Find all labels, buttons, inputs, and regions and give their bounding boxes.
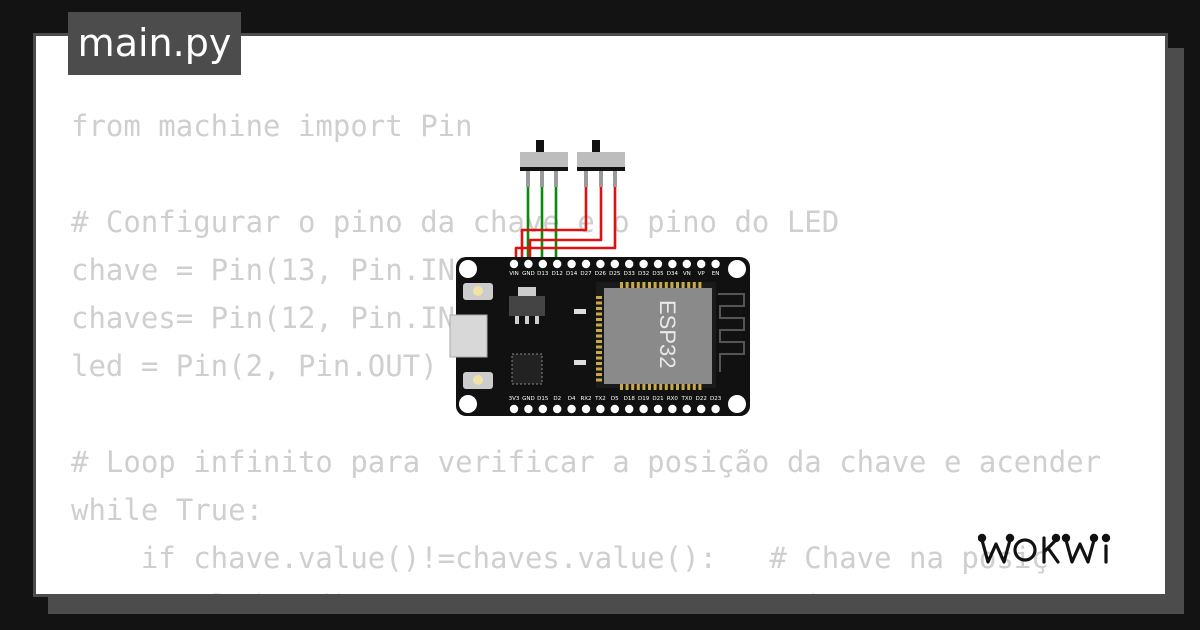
code-line: while True: (71, 493, 264, 527)
code-line: led = Pin(2, Pin.OUT) (71, 349, 438, 383)
pin-label: GND (522, 396, 535, 402)
usb-connector (450, 315, 487, 357)
antenna-trace (718, 293, 745, 372)
pin-label: D15 (537, 396, 549, 402)
pin-hole[interactable] (567, 259, 576, 269)
code-preview: from machine import Pin # Configurar o pi… (71, 102, 1102, 594)
pin-hole[interactable] (668, 259, 677, 269)
pin-label: D14 (566, 271, 578, 277)
mounting-hole (728, 395, 746, 413)
pin-label: D26 (595, 271, 607, 277)
pin-label: D32 (638, 271, 649, 277)
pin-hole[interactable] (653, 404, 663, 414)
wire-red (528, 187, 603, 262)
code-line: if chave.value()!=chaves.value(): # Chav… (71, 541, 1049, 575)
pin-label: RX0 (667, 396, 679, 402)
pin-label: D25 (609, 271, 621, 277)
pin-label: D33 (624, 271, 636, 277)
pin-hole[interactable] (553, 404, 562, 414)
pin-hole[interactable] (538, 404, 547, 414)
pin-hole[interactable] (610, 404, 619, 414)
pin-label: D21 (652, 396, 663, 402)
pin-label: D22 (696, 396, 707, 402)
pin-hole[interactable] (682, 404, 691, 414)
pin-hole[interactable] (509, 404, 519, 414)
pin-label: VIN (509, 271, 519, 277)
code-line: chaves= Pin(12, Pin.IN) (71, 301, 473, 335)
pin-hole[interactable] (596, 259, 605, 269)
wire-red (520, 187, 588, 262)
pin-hole[interactable] (697, 259, 706, 269)
pin-label: VP (698, 271, 706, 277)
wokwi-logo[interactable] (978, 528, 1150, 576)
pin-label: GND (522, 271, 535, 277)
usb-serial-chip (511, 353, 543, 385)
slide-switch-1[interactable] (520, 140, 568, 187)
pin-label: D2 (553, 396, 561, 402)
boot-button[interactable] (463, 283, 493, 300)
pin-hole[interactable] (639, 259, 648, 269)
pin-row-top (509, 259, 720, 269)
mounting-hole (728, 260, 746, 278)
pin-hole[interactable] (682, 259, 691, 269)
pin-label: D4 (568, 396, 576, 402)
esp32-module: ESP32 (596, 282, 745, 390)
pin-hole[interactable] (668, 404, 677, 414)
reset-button[interactable] (463, 372, 493, 389)
code-line: from machine import Pin (71, 109, 473, 143)
pin-hole[interactable] (509, 259, 519, 269)
pin-hole[interactable] (538, 259, 547, 269)
file-tab[interactable]: main.py (68, 12, 241, 75)
pin-label: D18 (624, 396, 636, 402)
pin-label: D13 (537, 271, 549, 277)
code-line: # Loop infinito para verificar a posição… (71, 445, 1102, 479)
pin-hole[interactable] (567, 404, 576, 414)
pin-hole[interactable] (653, 259, 663, 269)
pin-hole[interactable] (581, 259, 591, 269)
pin-label: D35 (652, 271, 664, 277)
pin-hole[interactable] (625, 404, 634, 414)
mounting-hole (459, 260, 477, 278)
pin-label: EN (712, 271, 720, 277)
code-line: led.on() # Liga o LED (71, 582, 1101, 594)
mounting-hole (459, 395, 477, 413)
wire-red (514, 187, 617, 262)
code-line: chave = Pin(13, Pin.IN) (71, 253, 473, 287)
pin-hole[interactable] (553, 259, 562, 269)
pin-hole[interactable] (524, 259, 533, 269)
pin-hole[interactable] (625, 259, 634, 269)
pin-hole[interactable] (639, 404, 648, 414)
voltage-regulator (509, 287, 545, 324)
pin-label: D27 (580, 271, 592, 277)
chip-label: ESP32 (655, 300, 680, 369)
pin-label: RX2 (580, 396, 591, 402)
pin-hole[interactable] (524, 404, 533, 414)
pin-hole[interactable] (596, 404, 605, 414)
pin-label: D23 (710, 396, 722, 402)
pin-label: VN (683, 271, 691, 277)
pin-hole[interactable] (581, 404, 591, 414)
pin-hole[interactable] (711, 259, 720, 269)
slide-switch-2[interactable] (577, 140, 625, 187)
pin-label: TX0 (680, 396, 692, 402)
code-line: # Configurar o pino da chave e o pino do… (71, 205, 840, 239)
pin-label: D34 (667, 271, 679, 277)
pin-label: 3V3 (509, 396, 520, 402)
wires (514, 187, 617, 262)
pin-hole[interactable] (697, 404, 706, 414)
pin-row-bottom (509, 404, 720, 414)
pin-hole[interactable] (610, 259, 619, 269)
pin-label: D5 (611, 396, 619, 402)
pin-label: TX2 (594, 396, 606, 402)
pin-label: D19 (638, 396, 650, 402)
pin-hole[interactable] (711, 404, 720, 414)
pin-label: D12 (552, 271, 563, 277)
